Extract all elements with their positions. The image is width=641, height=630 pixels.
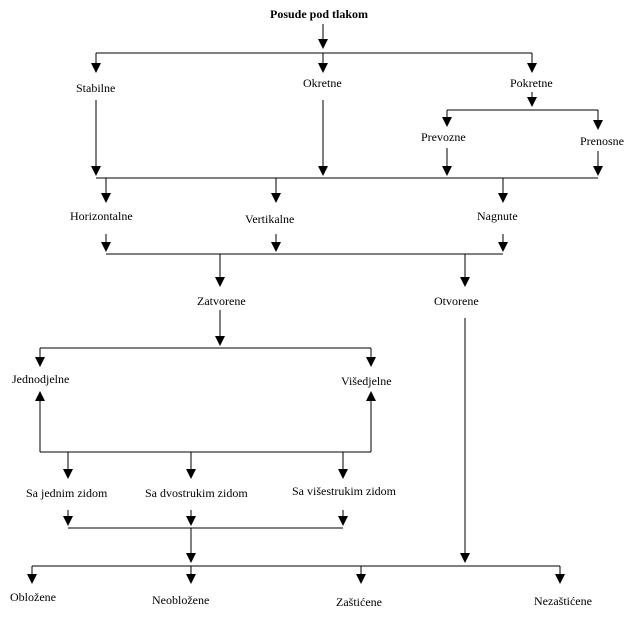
node-nezasticene: Nezaštićene [534,594,592,608]
node-prenosne: Prenosne [580,134,624,148]
node-pokretne: Pokretne [510,76,553,90]
node-jednodjelne: Jednodjelne [12,372,70,386]
diagram-title: Posude pod tlakom [270,7,369,21]
node-sa-dvostrukim-zidom: Sa dvostrukim zidom [145,486,248,500]
node-horizontalne: Horizontalne [70,209,133,223]
node-prevozne: Prevozne [421,130,466,144]
node-visedjelne: Višedjelne [341,374,392,388]
node-vertikalne: Vertikalne [245,212,295,226]
node-otvorene: Otvorene [434,294,479,308]
node-sa-jednim-zidom: Sa jednim zidom [26,486,108,500]
node-sa-visestrukim-zidom: Sa višestrukim zidom [292,484,396,498]
node-stabilne: Stabilne [76,81,116,95]
node-neoblozene: Neobložene [152,593,210,607]
node-okretne: Okretne [303,76,342,90]
node-nagnute: Nagnute [477,209,518,223]
node-oblozene: Obložene [10,590,56,604]
node-zasticene: Zaštićene [336,595,382,609]
node-zatvorene: Zatvorene [197,294,246,308]
